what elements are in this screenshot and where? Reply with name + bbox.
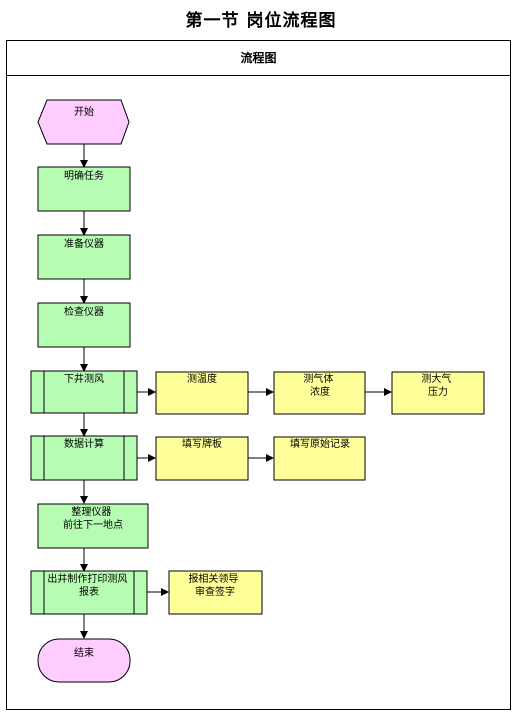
approve-node: 报相关领导 审查签字 — [168, 570, 263, 615]
start-node-label: 开始 — [74, 105, 94, 118]
calc-node-label: 数据计算 — [64, 437, 104, 450]
check-node: 检查仪器 — [37, 302, 131, 348]
connectors — [80, 144, 392, 639]
temp-node-label: 测温度 — [187, 372, 217, 385]
end-node-label: 结束 — [74, 646, 94, 659]
record-node-label: 填写原始记录 — [290, 437, 350, 450]
prep-node-label: 准备仪器 — [64, 237, 104, 250]
gas-node: 测气体 浓度 — [273, 371, 366, 415]
start-node: 开始 — [37, 99, 130, 145]
approve-node-label: 报相关领导 审查签字 — [188, 572, 241, 598]
pressure-node: 测大气 压力 — [391, 371, 485, 415]
end-node: 结束 — [37, 638, 131, 683]
pressure-node-label: 测大气 压力 — [421, 372, 454, 398]
temp-node: 测温度 — [155, 371, 249, 415]
wind-node: 下井测风 — [30, 370, 138, 414]
flowchart-header: 流程图 — [6, 40, 511, 76]
board-node: 填写牌板 — [155, 436, 249, 481]
board-node-label: 填写牌板 — [182, 437, 222, 450]
report-node-label: 出井制作打印测风 报表 — [47, 572, 130, 598]
record-node: 填写原始记录 — [273, 436, 366, 481]
task-node-label: 明确任务 — [64, 169, 104, 182]
pack-node-label: 整理仪器 前往下一地点 — [63, 505, 123, 531]
wind-node-label: 下井测风 — [64, 372, 104, 385]
gas-node-label: 测气体 浓度 — [303, 372, 336, 398]
flowchart-frame — [6, 40, 511, 710]
page-title: 第一节 岗位流程图 — [185, 11, 337, 31]
report-node: 出井制作打印测风 报表 — [30, 570, 148, 615]
prep-node: 准备仪器 — [37, 234, 131, 280]
pack-node: 整理仪器 前往下一地点 — [37, 503, 149, 549]
check-node-label: 检查仪器 — [64, 305, 104, 318]
task-node: 明确任务 — [37, 166, 131, 212]
calc-node: 数据计算 — [30, 435, 138, 481]
